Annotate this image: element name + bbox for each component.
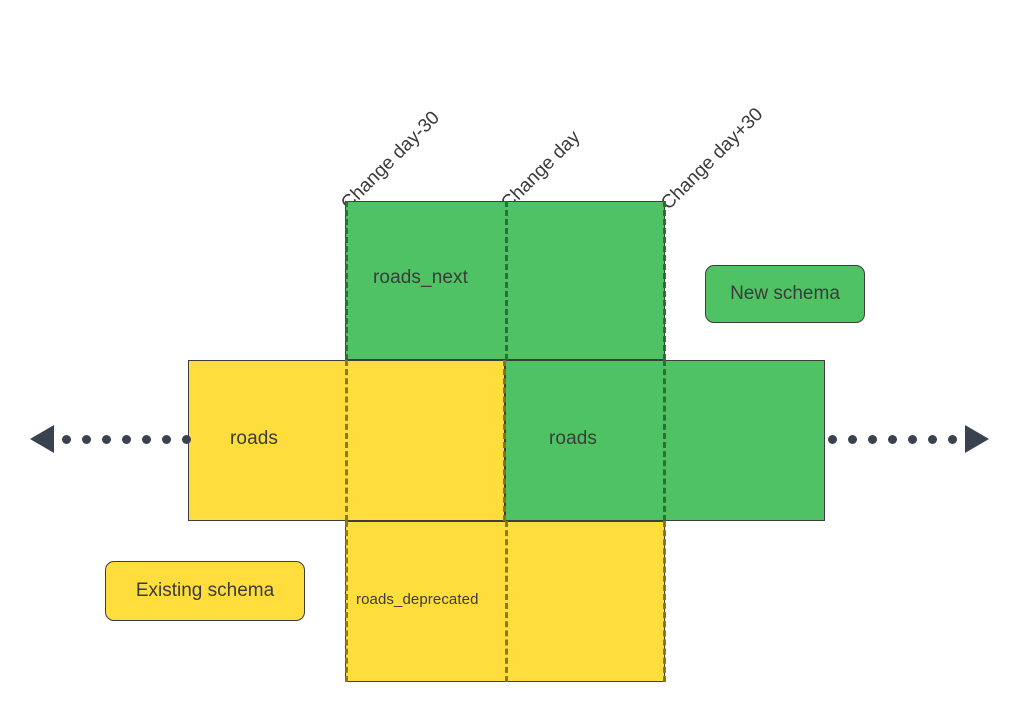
timeline-dot	[948, 434, 957, 444]
block-roads-existing-label: roads	[230, 428, 279, 449]
arrow-right-icon	[965, 425, 989, 453]
timeline-dot	[62, 434, 71, 444]
block-roads-new-label: roads	[549, 428, 598, 449]
block-roads-deprecated-label: roads_deprecated	[356, 591, 479, 608]
legend-new-schema[interactable]: New schema	[705, 265, 865, 323]
change-day-minus-30-line-middle	[345, 360, 348, 521]
timeline-dot	[142, 434, 151, 444]
arrow-left-icon	[30, 425, 54, 453]
change-day-line-bottom	[505, 521, 508, 682]
timeline-dot	[868, 434, 877, 444]
timeline-dot	[182, 434, 191, 444]
timeline-dot	[122, 434, 131, 444]
timeline-dot	[928, 434, 937, 444]
timeline-dot	[908, 434, 917, 444]
legend-existing-schema[interactable]: Existing schema	[105, 561, 305, 621]
change-day-plus-30-line-top	[663, 201, 666, 360]
legend-existing-schema-label: Existing schema	[135, 580, 275, 601]
timeline-dot	[888, 434, 897, 444]
change-day-plus-30-line-bottom	[663, 521, 666, 682]
change-day-line-top	[505, 201, 508, 360]
timeline-dot	[162, 434, 171, 444]
change-day-line-middle	[503, 360, 506, 521]
axis-label-change-day-plus-30: Change day+30	[657, 103, 768, 215]
timeline-dot	[848, 434, 857, 444]
axis-label-change-day-minus-30: Change day-30	[337, 107, 444, 215]
timeline-dot	[828, 434, 837, 444]
timeline-dot	[102, 434, 111, 444]
change-day-minus-30-line-bottom	[345, 521, 348, 682]
block-roads-next-label: roads_next	[373, 267, 469, 288]
timeline-arrow-left	[30, 425, 191, 453]
legend-new-schema-label: New schema	[730, 283, 840, 304]
timeline-dot	[82, 434, 91, 444]
change-day-plus-30-line-middle	[663, 360, 666, 521]
timeline-dots-right	[828, 434, 957, 444]
timeline-dots-left	[62, 434, 191, 444]
timeline-arrow-right	[828, 425, 989, 453]
change-day-minus-30-line-top	[345, 201, 348, 360]
